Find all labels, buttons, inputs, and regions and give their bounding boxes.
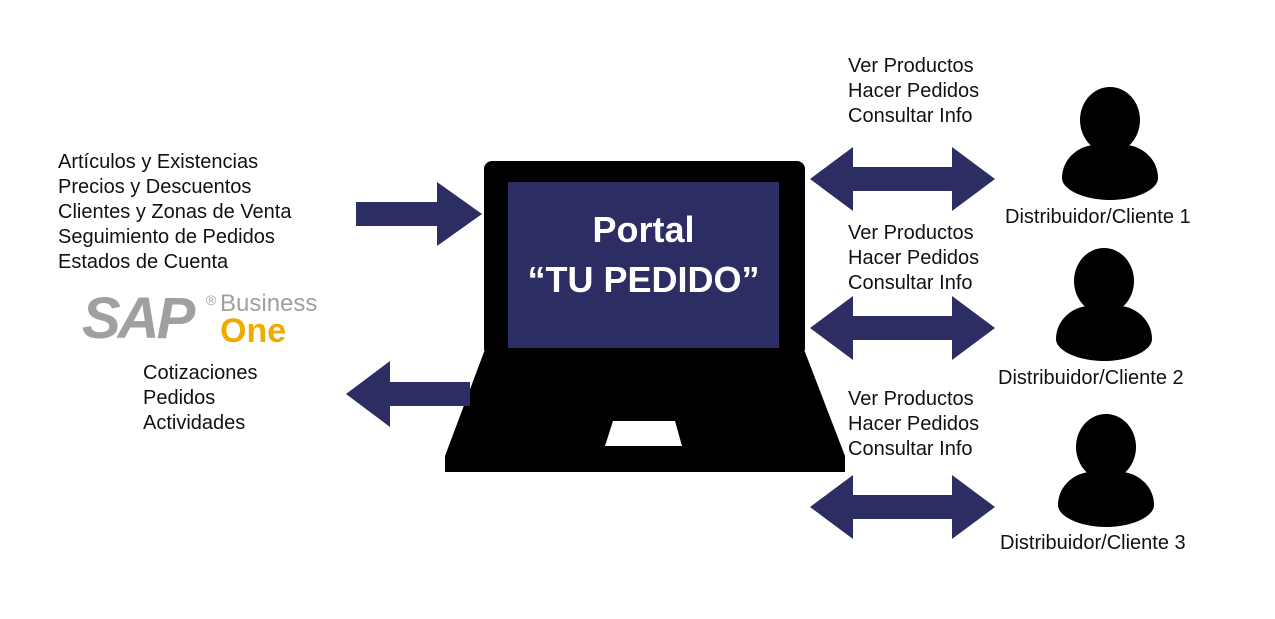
inputs-list: Artículos y Existencias Precios y Descue… (58, 150, 291, 275)
input-item: Clientes y Zonas de Venta (58, 201, 292, 223)
portal-title-line1: Portal (592, 209, 695, 250)
sap-business-one-logo: SAP ® Business One (82, 286, 327, 351)
input-item: Artículos y Existencias (58, 151, 259, 173)
output-item: Cotizaciones (143, 362, 258, 384)
client-label-1: Distribuidor/Cliente 1 (1005, 206, 1191, 228)
portal-title: Portal “TU PEDIDO” (508, 205, 779, 305)
output-item: Actividades (143, 412, 246, 434)
outputs-list: Cotizaciones Pedidos Actividades (143, 361, 258, 436)
laptop-screen (508, 182, 779, 348)
input-item: Estados de Cuenta (58, 251, 229, 273)
portal-title-line2: “TU PEDIDO” (527, 259, 760, 300)
double-arrow-1 (810, 147, 995, 211)
client-1-actions: Ver Productos Hacer Pedidos Consultar In… (848, 54, 979, 129)
client-3-actions: Ver Productos Hacer Pedidos Consultar In… (848, 387, 979, 462)
client-2-actions: Ver Productos Hacer Pedidos Consultar In… (848, 221, 979, 296)
input-item: Seguimiento de Pedidos (58, 226, 275, 248)
action-item: Hacer Pedidos (848, 413, 980, 435)
laptop-touchpad (605, 421, 682, 446)
double-arrow-2 (810, 296, 995, 360)
sap-logo-business: Business (220, 290, 318, 317)
user-icon-2 (1056, 248, 1152, 361)
action-item: Hacer Pedidos (848, 247, 980, 269)
user-icon-1 (1062, 87, 1158, 200)
action-item: Ver Productos (848, 222, 974, 244)
laptop-base (445, 352, 845, 472)
output-item: Pedidos (143, 387, 216, 409)
output-arrow (346, 361, 470, 427)
client-label-3: Distribuidor/Cliente 3 (1000, 532, 1186, 554)
action-item: Consultar Info (848, 105, 973, 127)
double-arrow-3 (810, 475, 995, 539)
action-item: Ver Productos (848, 388, 974, 410)
input-item: Precios y Descuentos (58, 176, 252, 198)
action-item: Consultar Info (848, 438, 973, 460)
sap-logo-mark: SAP (82, 286, 195, 351)
sap-logo-one: One (220, 312, 287, 350)
action-item: Ver Productos (848, 55, 974, 77)
action-item: Consultar Info (848, 272, 973, 294)
client-label-2: Distribuidor/Cliente 2 (998, 367, 1184, 389)
input-arrow (356, 182, 482, 246)
user-icon-3 (1058, 414, 1154, 527)
sap-logo-registered: ® (206, 292, 217, 308)
action-item: Hacer Pedidos (848, 80, 980, 102)
laptop-icon (445, 161, 845, 472)
